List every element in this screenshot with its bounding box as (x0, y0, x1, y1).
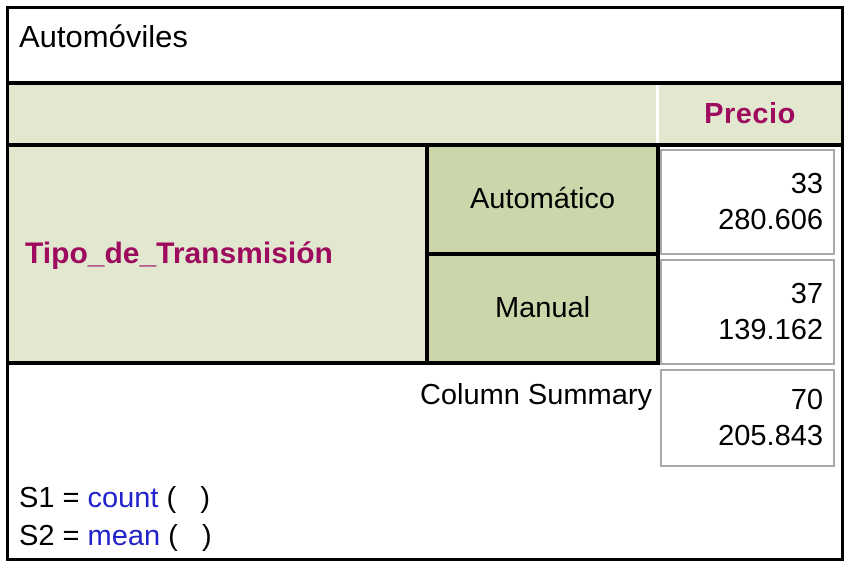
level-label-automatico[interactable]: Automático (429, 147, 660, 256)
data-cell-manual[interactable]: 37 139.162 (660, 259, 835, 365)
row-variable-label[interactable]: Tipo_de_Transmisión (9, 147, 429, 365)
footnote-s2-args: ( ) (160, 520, 212, 553)
column-summary-data: 70 205.843 (660, 365, 841, 475)
footnote-s1-args: ( ) (158, 482, 211, 514)
data-values-column: 33 280.606 37 139.162 (660, 147, 841, 365)
data-count-manual: 37 (790, 277, 823, 310)
data-mean-summary: 205.843 (718, 420, 823, 452)
table-body: Tipo_de_Transmisión Automático Manual 33… (9, 147, 841, 365)
footnote-s1-key: S1 = (19, 482, 88, 514)
footnote-s2: S2 = mean ( ) (19, 517, 212, 555)
column-summary-label: Column Summary (419, 379, 652, 411)
page-title: Automóviles (19, 19, 188, 54)
footnote-s2-function: mean (87, 520, 161, 553)
column-summary-row: Column Summary 70 205.843 (9, 365, 841, 475)
table-header-row: Precio (9, 81, 841, 147)
footnotes: S1 = count ( ) S2 = mean ( ) (19, 479, 212, 556)
footnote-s1: S1 = count ( ) (19, 479, 212, 517)
footnote-s1-function: count (87, 482, 159, 514)
level-label-manual[interactable]: Manual (429, 256, 660, 361)
column-header-precio[interactable]: Precio (659, 85, 841, 143)
header-blank-cell (9, 85, 659, 143)
report-frame: Automóviles Precio Tipo_de_Transmisión A… (6, 6, 844, 561)
data-cell-summary[interactable]: 70 205.843 (660, 369, 835, 467)
data-mean-manual: 139.162 (718, 314, 823, 346)
level-labels-column: Automático Manual (429, 147, 660, 365)
data-mean-automatico: 280.606 (718, 204, 823, 236)
data-cell-automatico[interactable]: 33 280.606 (660, 149, 835, 255)
footnote-s2-key: S2 = (19, 520, 88, 553)
data-count-summary: 70 (790, 383, 823, 416)
data-count-automatico: 33 (790, 167, 823, 200)
